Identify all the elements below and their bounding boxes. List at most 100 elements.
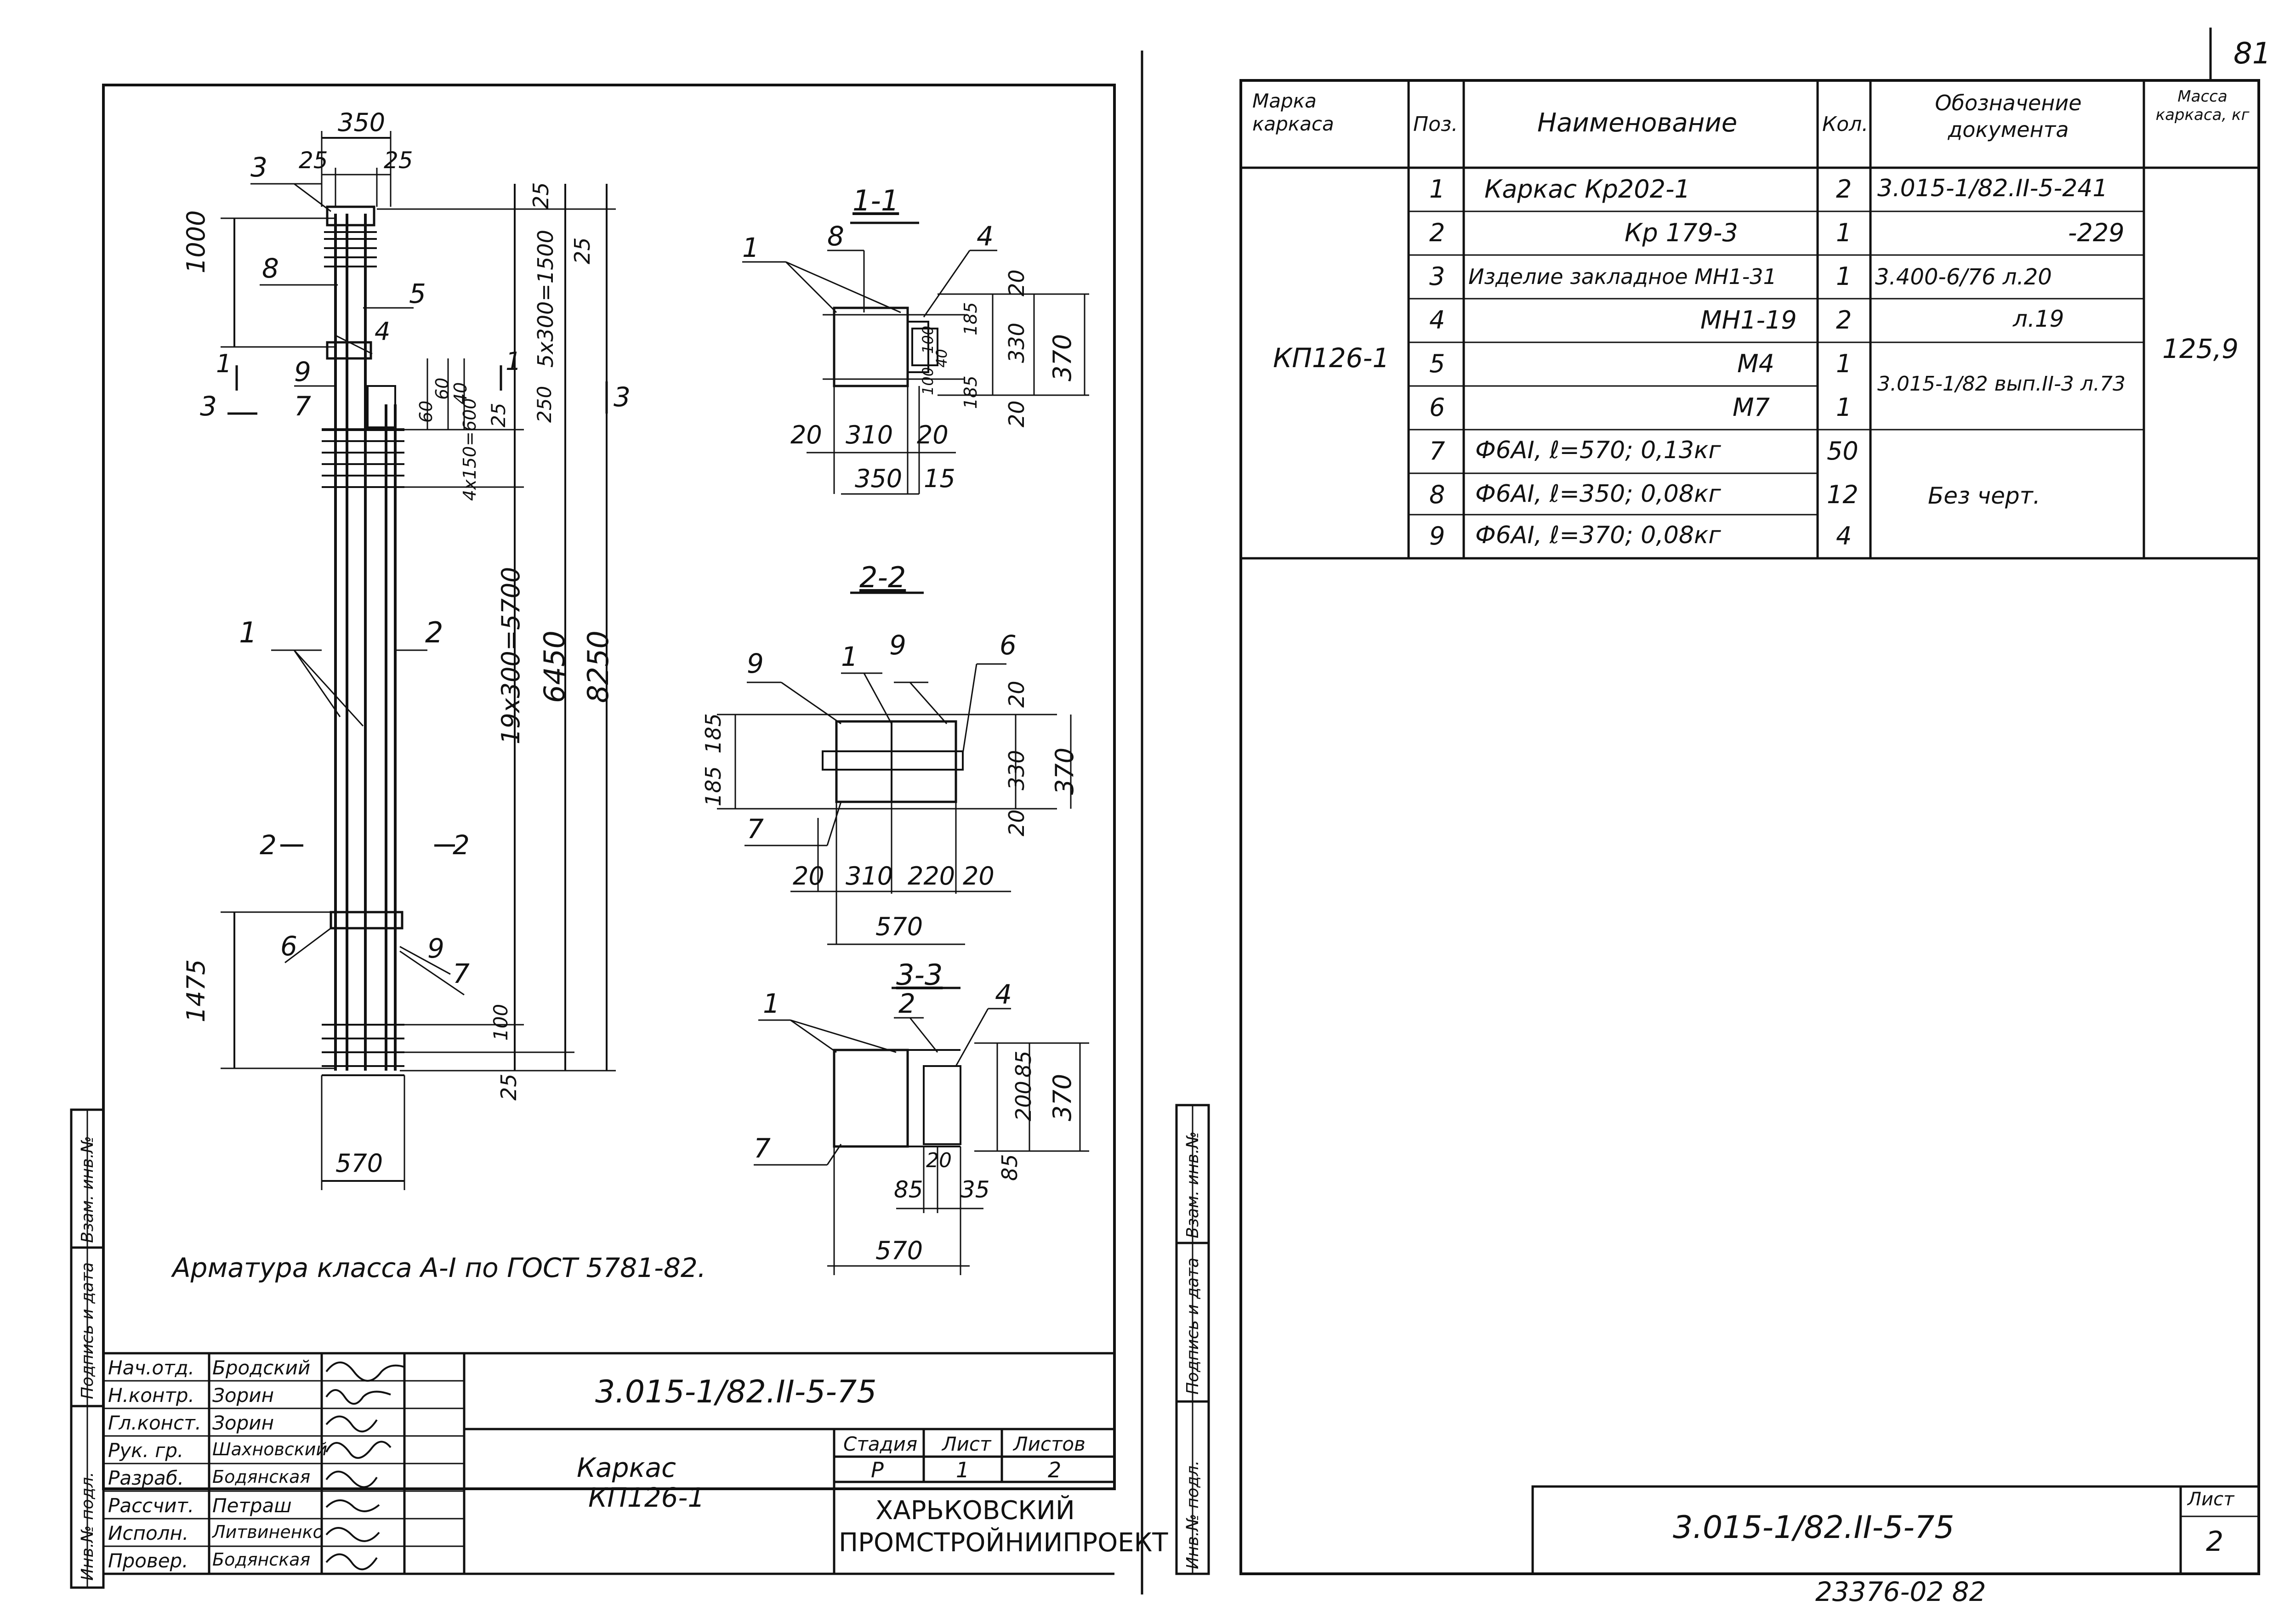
side-stamp-inv-left: Инв.№ подл. — [78, 1472, 97, 1581]
label-pos8: 8 — [262, 253, 279, 284]
right-block-code: 3.015-1/82.II-5-75 — [1673, 1509, 1955, 1546]
section-3-3-r370: 370 — [1048, 1073, 1077, 1121]
section-mark-3-right: 3 — [614, 381, 631, 413]
signer-name: Зорин — [212, 1384, 274, 1407]
section-2-2-r370: 370 — [1050, 747, 1079, 795]
spec-doc-merged-789: Без черт. — [1928, 482, 2040, 509]
signer-role: Рук. гр. — [108, 1439, 184, 1462]
spec-row-qty: 1 — [1836, 218, 1852, 247]
dim-250: 250 — [533, 386, 556, 423]
dim-25a: 25 — [529, 182, 553, 209]
section-1-1-d185: 185 — [960, 302, 981, 335]
section-1-1-title: 1-1 — [852, 184, 899, 217]
spec-row-doc: л.19 — [2013, 306, 2064, 332]
section-3-3-label-c: 4 — [995, 979, 1012, 1010]
signer-role: Провер. — [108, 1549, 188, 1572]
reinforcement-note: Арматура класса А-I по ГОСТ 5781-82. — [172, 1252, 706, 1283]
spec-header-pos: Поз. — [1413, 113, 1458, 136]
spec-row-qty: 50 — [1827, 437, 1858, 465]
section-2-2-label-e: 7 — [747, 813, 764, 845]
spec-row-pos: 3 — [1429, 262, 1445, 291]
section-mark-2-left: 2 — [260, 829, 277, 861]
dim-25d: 25 — [496, 1073, 521, 1101]
spec-header-name: Наименование — [1537, 108, 1738, 138]
dim-25b: 25 — [570, 237, 595, 264]
section-1-1-label-b: 8 — [827, 221, 844, 252]
section-1-1-d370: 370 — [1048, 334, 1077, 381]
section-2-2-l185b: 185 — [701, 713, 726, 754]
section-3-3-b20: 20 — [926, 1149, 952, 1172]
section-3-3-label-a: 1 — [763, 988, 780, 1019]
dim-60b: 60 — [432, 377, 452, 400]
label-pos2: 2 — [425, 616, 443, 649]
section-1-1-d185b: 185 — [960, 375, 981, 409]
dim-top-width: 350 — [338, 108, 386, 137]
section-3-3-b570: 570 — [875, 1236, 923, 1265]
section-mark-2-right: 2 — [453, 829, 470, 861]
section-1-1-b350: 350 — [855, 464, 903, 493]
title-block-stage-header: Стадия — [843, 1433, 918, 1455]
signer-role: Рассчит. — [108, 1494, 194, 1517]
section-1-1-d20a: 20 — [1004, 269, 1029, 296]
signer-role: Нач.отд. — [108, 1356, 195, 1379]
section-1-1-d20b: 20 — [1004, 400, 1029, 427]
section-mark-1-right: 1 — [506, 347, 522, 376]
section-1-1-label-a: 1 — [742, 232, 759, 263]
spec-row-name: МН1-19 — [1700, 306, 1797, 335]
spec-row-qty: 1 — [1836, 393, 1852, 422]
section-1-1-label-c: 4 — [977, 221, 994, 252]
signer-name: Литвиненко — [212, 1522, 324, 1542]
title-block-name-line1: Каркас — [577, 1452, 676, 1483]
section-2-2-r330: 330 — [1004, 750, 1029, 790]
dim-1000: 1000 — [182, 210, 210, 273]
section-1-1-b15: 15 — [924, 464, 955, 493]
title-block-code: 3.015-1/82.II-5-75 — [595, 1374, 877, 1410]
spec-row-name: Ф6АI, ℓ=370; 0,08кг — [1475, 522, 1721, 549]
spec-row-doc: -229 — [2068, 218, 2125, 247]
signer-role: Гл.конст. — [108, 1412, 202, 1434]
dim-4x150: 4x150=600 — [460, 398, 480, 501]
side-stamp-sign-left: Подпись и дата — [78, 1262, 97, 1399]
title-block-org-line1: ХАРЬКОВСКИЙ — [875, 1496, 1075, 1526]
dim-25c: 25 — [487, 403, 510, 427]
spec-row-qty: 1 — [1836, 262, 1852, 291]
label-pos9: 9 — [294, 356, 311, 387]
spec-row-pos: 6 — [1429, 393, 1445, 422]
section-2-2-label-d: 6 — [1000, 630, 1017, 661]
title-block-sheet-header: Лист — [942, 1433, 991, 1455]
section-3-3-label-d: 7 — [754, 1133, 771, 1164]
spec-mass: 125,9 — [2162, 333, 2239, 364]
signer-role: Разраб. — [108, 1467, 184, 1489]
side-stamp-inv-right: Инв.№ подл. — [1183, 1460, 1202, 1569]
label-pos3: 3 — [250, 152, 267, 183]
dim-60: 60 — [416, 400, 436, 423]
dim-570-main: 570 — [335, 1149, 383, 1178]
spec-row-pos: 8 — [1429, 480, 1445, 509]
dim-top-side-right: 25 — [384, 147, 413, 174]
spec-row-qty: 2 — [1836, 175, 1852, 204]
spec-row-name: М4 — [1737, 349, 1774, 378]
spec-mark: КП126-1 — [1273, 342, 1390, 374]
spec-row-qty: 4 — [1836, 522, 1852, 550]
spec-row-pos: 1 — [1429, 175, 1445, 204]
spec-row-name: Кр 179-3 — [1625, 218, 1738, 247]
label-pos6: 6 — [280, 930, 297, 962]
section-mark-3-left: 3 — [200, 391, 217, 422]
spec-row-doc: 3.400-6/76 л.20 — [1875, 264, 2052, 290]
signer-name: Бодянская — [212, 1549, 311, 1570]
signer-role: Н.контр. — [108, 1384, 194, 1407]
spec-header-mark: Марка каркаса — [1252, 90, 1334, 135]
section-1-1-b20b: 20 — [917, 420, 949, 449]
section-2-2-l185: 185 — [701, 766, 726, 806]
dim-6450: 6450 — [538, 630, 571, 703]
section-3-3-title: 3-3 — [896, 958, 943, 992]
section-2-2-b20: 20 — [793, 862, 824, 891]
section-2-2-label-b: 1 — [841, 641, 858, 672]
spec-row-name: Каркас Кр202-1 — [1484, 175, 1690, 204]
section-1-1-d40: 40 — [933, 349, 950, 368]
label-pos4: 4 — [375, 317, 391, 346]
section-2-2-b220: 220 — [908, 862, 955, 891]
spec-row-qty: 12 — [1827, 480, 1858, 509]
section-2-2-r20b: 20 — [1004, 809, 1029, 836]
